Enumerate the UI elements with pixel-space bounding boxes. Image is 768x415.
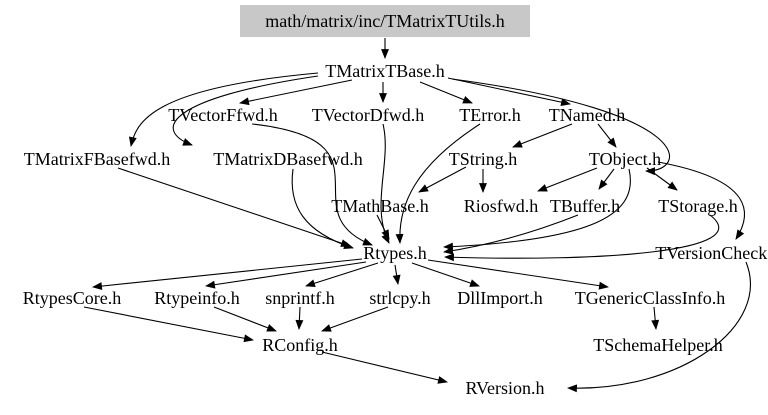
- edge-TGenericClassInfo-to-TSchemaHelper: [651, 306, 660, 330]
- edge-Rtypes-to-RtypesCore: [92, 258, 363, 291]
- node-TMatrixFBasefwd[interactable]: TMatrixFBasefwd.h: [24, 149, 170, 169]
- edge-TMatrixTBase-to-TMatrixDBasefwd: [172, 75, 319, 146]
- node-TString[interactable]: TString.h: [449, 149, 518, 169]
- node-TMatrixTBase[interactable]: TMatrixTBase.h: [325, 61, 444, 81]
- edge-TMatrixTBase-to-TObject: [451, 78, 671, 176]
- edges-layer: [83, 38, 751, 393]
- node-TMatrixDBasefwd[interactable]: TMatrixDBasefwd.h: [213, 149, 362, 169]
- edge-TObject-to-Rtypes: [443, 168, 631, 251]
- node-snprintf[interactable]: snprintf.h: [265, 288, 335, 308]
- node-TObject[interactable]: TObject.h: [589, 149, 661, 169]
- edge-TMatrixDBasefwd-to-Rtypes: [291, 168, 354, 249]
- edge-strlcpy-to-RConfig: [321, 306, 389, 332]
- node-Rtypeinfo[interactable]: Rtypeinfo.h: [154, 288, 240, 308]
- edge-TStorage-to-Rtypes: [444, 214, 719, 262]
- edge-RtypesCore-to-RConfig: [83, 306, 254, 343]
- nodes-layer: math/matrix/inc/TMatrixTUtils.hTMatrixTB…: [23, 5, 768, 398]
- node-TGenericClassInfo[interactable]: TGenericClassInfo.h: [575, 288, 725, 308]
- node-DllImport[interactable]: DllImport.h: [457, 288, 543, 308]
- edge-RConfig-to-RVersion: [321, 351, 448, 384]
- edge-TMathBase-to-Rtypes: [376, 214, 390, 240]
- edge-TBuffer-to-Rtypes: [443, 214, 579, 255]
- edge-TVersionCheck-to-RVersion: [567, 261, 751, 393]
- edge-TNamed-to-TObject: [597, 123, 617, 148]
- edge-Rtypes-to-strlcpy: [392, 264, 401, 285]
- node-TSchemaHelper[interactable]: TSchemaHelper.h: [593, 335, 722, 355]
- edge-TError-to-Rtypes: [395, 123, 481, 244]
- edge-Rtypes-to-Rtypeinfo: [205, 261, 367, 289]
- edge-TMatrixTBase-to-TMatrixFBasefwd: [128, 72, 319, 147]
- edge-Rtypeinfo-to-RConfig: [213, 306, 277, 332]
- node-TError[interactable]: TError.h: [459, 105, 520, 125]
- edge-TObject-to-TBuffer: [598, 168, 615, 190]
- edge-Rtypes-to-snprintf: [305, 262, 379, 288]
- edge-Rtypes-to-TGenericClassInfo: [427, 259, 609, 290]
- node-TVectorFfwd[interactable]: TVectorFfwd.h: [168, 105, 277, 125]
- node-TMatrixTUtils[interactable]: math/matrix/inc/TMatrixTUtils.h: [265, 11, 504, 31]
- edge-TMatrixFBasefwd-to-Rtypes: [117, 167, 351, 247]
- node-Riosfwd[interactable]: Riosfwd.h: [464, 196, 539, 216]
- edge-TObject-to-TStorage: [646, 167, 678, 191]
- node-RtypesCore[interactable]: RtypesCore.h: [23, 288, 122, 308]
- edge-snprintf-to-RConfig: [295, 306, 304, 330]
- edge-TString-to-TMathBase: [418, 166, 467, 193]
- node-RConfig[interactable]: RConfig.h: [262, 335, 338, 355]
- edge-Rtypes-to-DllImport: [411, 262, 480, 287]
- node-TBuffer[interactable]: TBuffer.h: [550, 196, 620, 216]
- edge-TMatrixTBase-to-TNamed: [447, 77, 571, 107]
- node-TMathBase[interactable]: TMathBase.h: [331, 196, 428, 216]
- node-RVersion[interactable]: RVersion.h: [465, 378, 544, 398]
- node-TVectorDfwd[interactable]: TVectorDfwd.h: [312, 105, 424, 125]
- node-TVersionCheck[interactable]: TVersionCheck.h: [655, 243, 768, 263]
- node-strlcpy[interactable]: strlcpy.h: [369, 288, 430, 308]
- edge-TMatrixTBase-to-TVectorFfwd: [239, 79, 353, 106]
- edge-TObject-to-TVersionCheck: [657, 161, 746, 240]
- node-TStorage[interactable]: TStorage.h: [658, 196, 737, 216]
- edge-TMatrixTBase-to-TError: [419, 81, 473, 104]
- edge-TNamed-to-TString: [512, 123, 573, 148]
- root-node-box: [240, 5, 530, 37]
- node-Rtypes[interactable]: Rtypes.h: [363, 243, 427, 263]
- edge-TVectorFfwd-to-Rtypes: [251, 123, 373, 246]
- node-TNamed[interactable]: TNamed.h: [549, 105, 625, 125]
- edge-TObject-to-Riosfwd: [537, 167, 598, 192]
